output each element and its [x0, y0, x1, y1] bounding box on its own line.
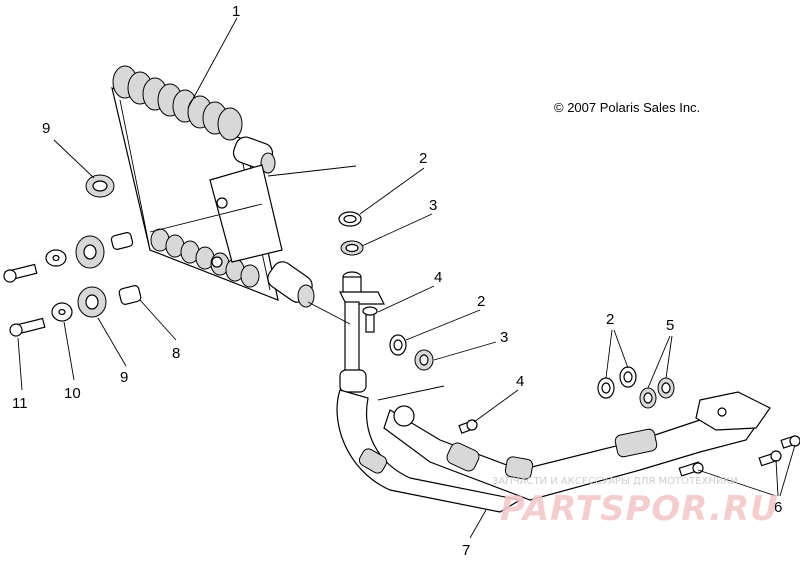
- o-ring-b: [414, 349, 434, 371]
- watermark-tagline: ЗАПЧАСТИ И АКСЕССУАРЫ ДЛЯ МОТОТЕХНИКИ: [492, 476, 738, 487]
- bolt-lower: [9, 317, 46, 337]
- callout-11: 11: [12, 395, 28, 412]
- seal-ring-a: [338, 211, 362, 227]
- spacer-lower: [118, 285, 142, 305]
- callout-4-middle: 4: [516, 373, 524, 390]
- callout-3-middle: 3: [500, 329, 508, 346]
- callout-1: 1: [232, 3, 240, 20]
- callout-3-top: 3: [429, 197, 437, 214]
- seal-ring-b: [389, 334, 407, 356]
- watermark-logo: PARTSPOR.RU: [500, 489, 779, 529]
- callout-labels: 1 2 3 4 2 3 4 2 5 6 7 8 9 9 10 11: [12, 3, 782, 559]
- callout-2-top: 2: [419, 150, 427, 167]
- callout-10: 10: [64, 385, 81, 402]
- flange-bolt: [362, 306, 378, 333]
- callout-6: 6: [774, 499, 782, 516]
- oil-cooler-core: [111, 65, 315, 308]
- spacer-upper: [110, 232, 134, 250]
- bolt-upper: [3, 263, 38, 283]
- washer-upper: [45, 249, 67, 267]
- o-ring-a: [340, 240, 364, 256]
- callout-7: 7: [462, 542, 470, 559]
- grommet-lower: [77, 286, 107, 318]
- callout-9-bottom: 9: [120, 369, 128, 386]
- oil-hose-assembly: [336, 389, 771, 513]
- hose-bolt: [458, 419, 478, 434]
- grommet-upper: [85, 174, 115, 198]
- grommet-middle: [75, 235, 105, 269]
- washer-lower: [51, 302, 73, 322]
- watermark: ЗАПЧАСТИ И АКСЕССУАРЫ ДЛЯ МОТОТЕХНИКИ PA…: [492, 476, 779, 529]
- callout-9-top: 9: [42, 120, 50, 137]
- callout-8: 8: [172, 345, 180, 362]
- o-rings-right: [639, 377, 675, 409]
- callout-5: 5: [666, 317, 674, 334]
- leader-lines: [17, 17, 796, 539]
- callout-2-right: 2: [606, 311, 614, 328]
- flange-fitting: [339, 271, 385, 393]
- seal-rings-right: [597, 366, 637, 399]
- callout-2-middle: 2: [477, 293, 485, 310]
- callout-4-top: 4: [434, 269, 442, 286]
- copyright-notice: © 2007 Polaris Sales Inc.: [554, 100, 700, 115]
